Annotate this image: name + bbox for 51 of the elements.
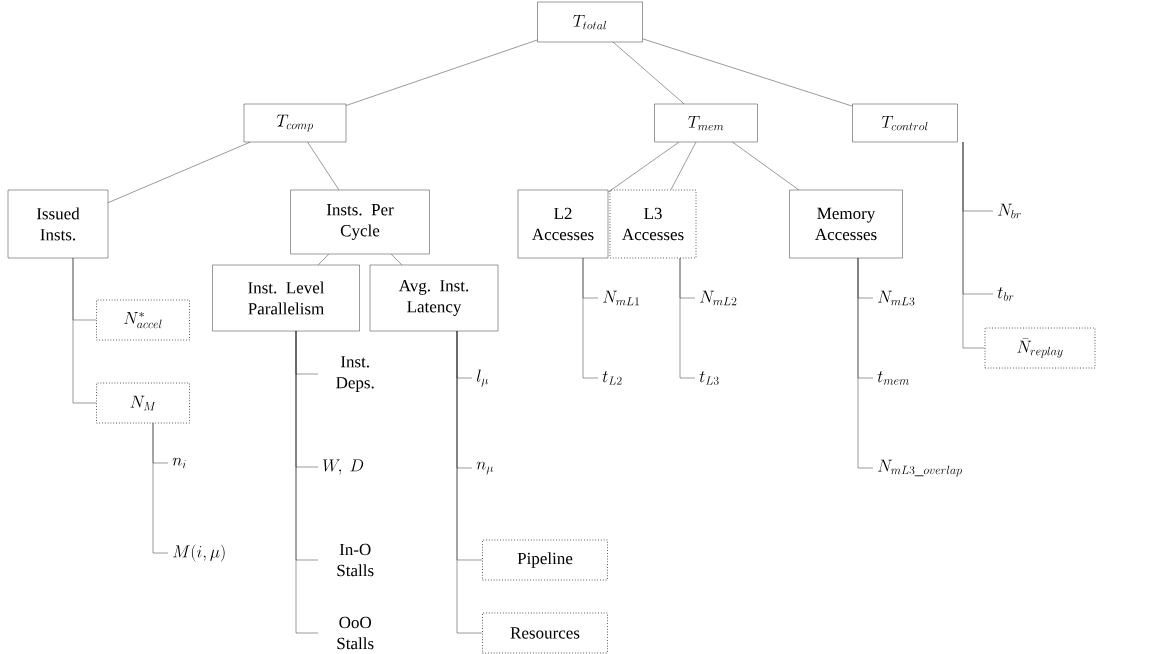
connector-line xyxy=(391,254,402,265)
connector-line xyxy=(962,141,985,349)
leaf-label: $N_{mL2}$ xyxy=(700,290,737,306)
connector-line xyxy=(670,142,697,190)
leaf-label: $t_{br}$ xyxy=(997,287,1014,301)
connector-line xyxy=(456,330,483,634)
leaf-label: Inst. Deps. xyxy=(336,356,374,392)
dotted-box: $\bar{N}_{replay}$ xyxy=(984,327,1096,369)
connector-line xyxy=(582,257,599,379)
leaf-label: $t_{mem}$ xyxy=(877,371,909,385)
leaf-label: $N_{mL3\_overlap}$ xyxy=(878,459,962,477)
connector-line xyxy=(318,254,329,265)
tree-node-box: $T_{comp}$ xyxy=(243,103,347,143)
leaf-label: In-O Stalls xyxy=(337,543,374,577)
tree-node-box: $T_{total}$ xyxy=(537,1,643,43)
connector-line xyxy=(346,39,538,106)
leaf-label: $t_{L3}$ xyxy=(699,371,719,385)
leaf-label: $t_{L2}$ xyxy=(602,371,622,385)
leaf-label: $l_\mu$ xyxy=(477,369,488,387)
connector-line xyxy=(307,142,340,190)
tree-node-box: Avg. Inst. Latency xyxy=(369,264,499,332)
connector-line xyxy=(295,330,319,634)
connector-line xyxy=(857,257,874,469)
connector-line xyxy=(108,142,251,203)
connector-line xyxy=(613,42,685,104)
leaf-label: $n_\mu$ xyxy=(476,461,493,475)
leaf-label: $N_{mL1}$ xyxy=(603,290,639,306)
connector-line xyxy=(72,257,97,404)
dotted-box: L3 Accesses xyxy=(609,189,697,259)
tree-node-box: $T_{control}$ xyxy=(852,103,958,143)
tree-node-box: $T_{mem}$ xyxy=(654,103,758,143)
tree-node-box: L2 Accesses xyxy=(517,189,609,259)
tree-node-box: Issued Insts. xyxy=(7,189,109,259)
leaf-label: $N_{mL3}$ xyxy=(878,290,915,306)
connector-line xyxy=(642,38,853,107)
dotted-box: $N_M$ xyxy=(96,382,190,424)
connector-line xyxy=(679,257,696,379)
leaf-label: $n_i$ xyxy=(172,457,186,469)
tree-node-box: Memory Accesses xyxy=(789,189,903,259)
connector-line xyxy=(732,142,799,190)
connector-line xyxy=(608,142,680,193)
leaf-label: OoO Stalls xyxy=(337,616,374,650)
connector-line xyxy=(152,422,169,554)
leaf-label: $W,\ D$ xyxy=(323,459,364,475)
leaf-label: $M(i,\mu)$ xyxy=(173,544,225,562)
leaf-label: $N_{br}$ xyxy=(998,203,1021,219)
dotted-box: Resources xyxy=(482,612,608,654)
dotted-box: Pipeline xyxy=(482,539,608,581)
tree-node-box: Inst. Level Parallelism xyxy=(212,264,360,332)
dotted-box: $N^*_{accel}$ xyxy=(96,299,190,341)
tree-node-box: Insts. Per Cycle xyxy=(290,189,430,255)
